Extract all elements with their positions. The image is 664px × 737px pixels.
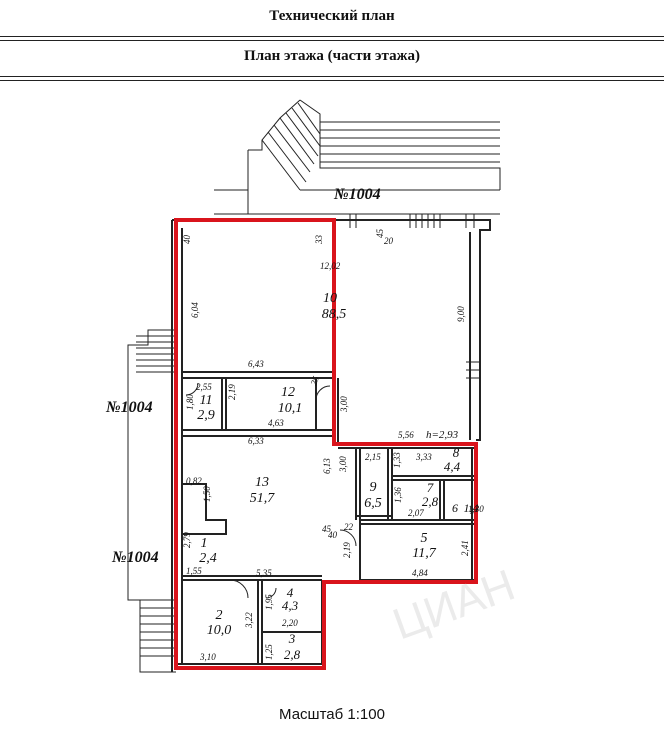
room-9-number: 9 xyxy=(370,480,377,495)
dim-label: 33 xyxy=(314,235,324,246)
dim-label: 40 xyxy=(328,530,338,540)
doors xyxy=(185,382,357,599)
room-2-area: 10,0 xyxy=(207,623,232,638)
dim-label: 12,02 xyxy=(320,261,341,271)
dim-label: 1,33 xyxy=(392,452,402,468)
dim-label: 6,13 xyxy=(322,458,332,474)
dim-label: 45 xyxy=(375,229,385,239)
dim-label: 45 xyxy=(322,524,332,534)
dim-label: 4,63 xyxy=(268,418,284,428)
dim-label: 1,80 xyxy=(185,394,195,410)
room-13-number: 13 xyxy=(255,475,269,490)
room-7-number: 7 xyxy=(427,480,434,495)
room-11-area: 2,9 xyxy=(197,408,215,423)
dim-label: 5,56 xyxy=(398,430,414,440)
room-12-area: 10,1 xyxy=(278,401,303,416)
room-7-area: 2,8 xyxy=(422,494,439,509)
dim-label: 2,41 xyxy=(460,540,470,556)
dim-label: 22 xyxy=(344,522,354,532)
dim-label: 5,35 xyxy=(256,568,272,578)
dim-label: 1,55 xyxy=(186,566,202,576)
dim-label: 1,95 xyxy=(264,594,274,610)
dim-label: 2,15 xyxy=(365,452,381,462)
stair-top xyxy=(214,99,501,215)
room-6-area: 1,4 xyxy=(464,501,479,515)
dim-label: 2,79 xyxy=(182,532,192,548)
neighbor-label-left-mid: №1004 xyxy=(105,399,153,416)
neighbor-label-left-low: №1004 xyxy=(111,549,159,566)
windows xyxy=(349,214,480,379)
dim-label: 3,33 xyxy=(415,452,432,462)
room-6-number: 6 xyxy=(452,501,458,515)
room-3-area: 2,8 xyxy=(284,647,301,662)
room-4-number: 4 xyxy=(287,585,294,600)
dim-label: 2,19 xyxy=(227,384,237,400)
dim-label: 25 xyxy=(308,374,321,386)
dim-label: 3,22 xyxy=(244,612,254,629)
stair-left xyxy=(127,329,176,673)
document-subtitle: План этажа (части этажа) xyxy=(244,48,420,64)
dim-label: 4,84 xyxy=(412,568,428,578)
room-5-area: 11,7 xyxy=(412,546,436,561)
room-10-number: 10 xyxy=(323,291,337,306)
room-2-number: 2 xyxy=(216,608,223,623)
dim-label: 40 xyxy=(182,235,192,245)
room-3-number: 3 xyxy=(288,631,296,646)
dim-label: 9,00 xyxy=(456,306,466,322)
dimension-labels: 40 6,04 33 12,02 45 20 9,00 6,43 2,55 1,… xyxy=(182,229,484,663)
neighbor-label-top: №1004 xyxy=(333,186,381,203)
room-8-area: 4,4 xyxy=(444,459,461,474)
room-1-number: 1 xyxy=(201,536,208,551)
watermark: ЦИАН xyxy=(387,560,521,649)
dim-label: 3,10 xyxy=(199,652,216,662)
subtitle-rule-bottom xyxy=(0,80,664,81)
scale-label: Масштаб 1:100 xyxy=(279,706,385,723)
room-13-area: 51,7 xyxy=(250,491,276,506)
room-9-area: 6,5 xyxy=(364,496,382,511)
title-rule-bottom xyxy=(0,40,664,41)
room-10-area: 88,5 xyxy=(322,307,347,322)
dim-label: 1,30 xyxy=(468,504,484,514)
dim-label: 6,04 xyxy=(190,302,200,318)
dim-label: 1,50 xyxy=(202,486,212,502)
document-title: Технический план xyxy=(269,8,395,24)
highlighted-premises-outline xyxy=(174,218,478,670)
dim-label: 3,00 xyxy=(338,456,348,473)
room-8-number: 8 xyxy=(453,445,460,460)
dim-label: 3,00 xyxy=(339,396,349,413)
title-rule-top xyxy=(0,36,664,37)
dim-label: 2,20 xyxy=(282,618,298,628)
dim-label: 2,07 xyxy=(408,508,424,518)
dim-label: 6,43 xyxy=(248,359,264,369)
dim-label: 0,82 xyxy=(186,476,202,486)
room-11-number: 11 xyxy=(200,393,213,408)
room-4-area: 4,3 xyxy=(282,598,299,613)
dim-label: 6,33 xyxy=(248,436,264,446)
dim-label: 2,19 xyxy=(342,542,352,558)
room-5-number: 5 xyxy=(421,531,428,546)
dim-label: 1,36 xyxy=(393,487,403,503)
subtitle-rule-top xyxy=(0,76,664,77)
dim-label: 20 xyxy=(384,236,394,246)
room-1-area: 2,4 xyxy=(199,551,217,566)
dim-label: 1,25 xyxy=(264,644,274,660)
dim-label: 2,55 xyxy=(196,382,212,392)
room-12-number: 12 xyxy=(281,385,295,400)
ceiling-height-note: h=2,93 xyxy=(426,429,459,441)
